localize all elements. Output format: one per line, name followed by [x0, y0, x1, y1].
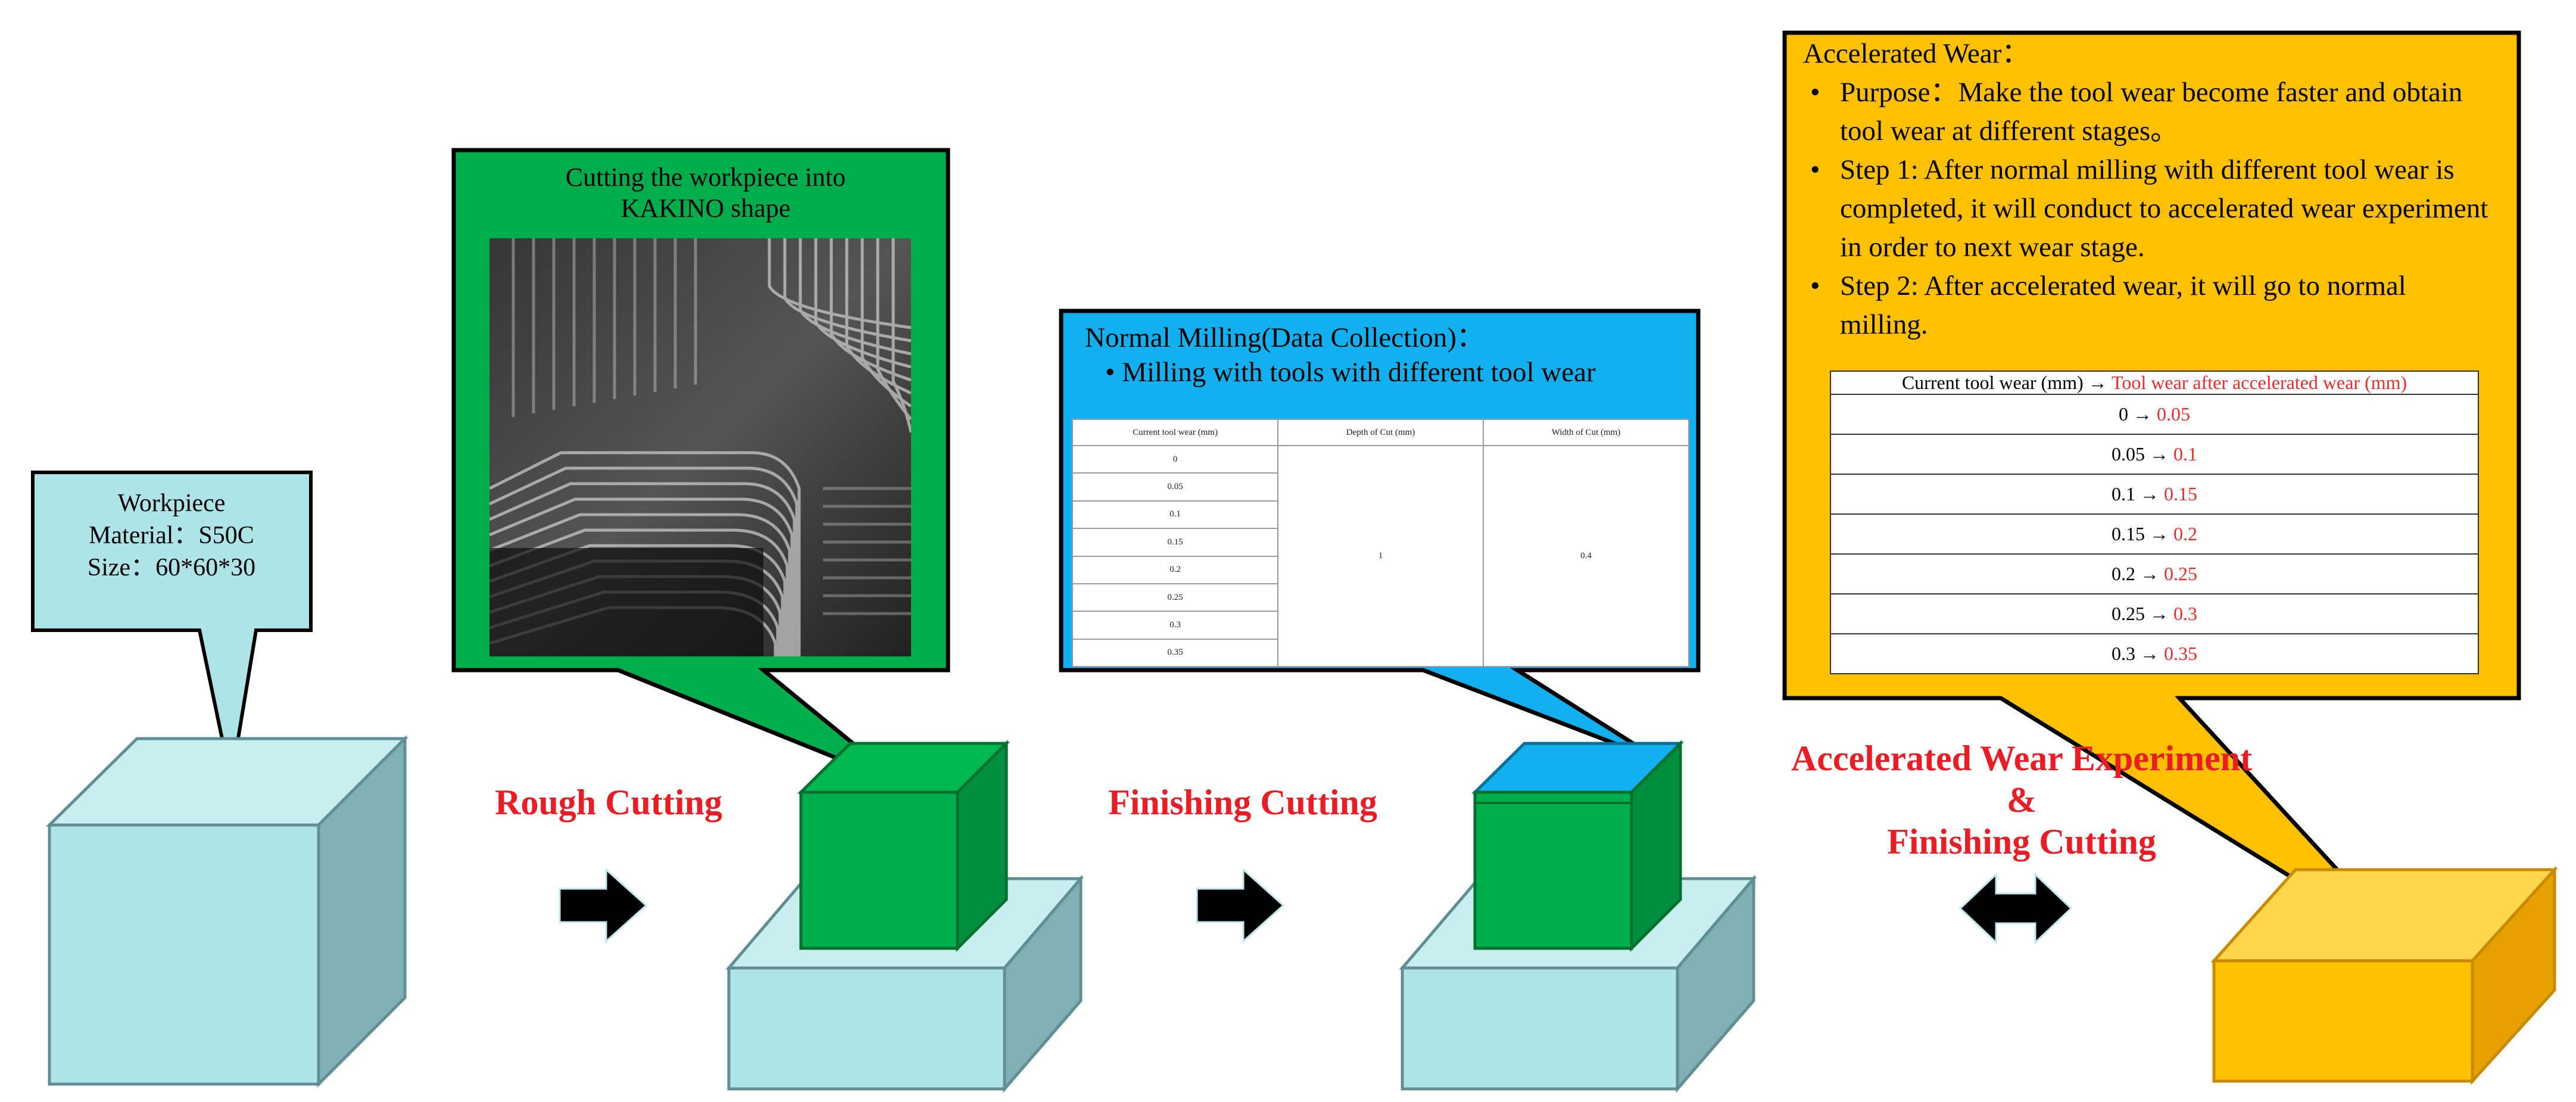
table-cell: 0.1	[1072, 500, 1278, 530]
wear-to: 0.3	[2173, 603, 2197, 624]
table-row: 0.25	[1072, 583, 1689, 612]
kakino-machined-surface-image	[489, 238, 911, 656]
table-header: Depth of Cut (mm)	[1277, 419, 1484, 446]
accelerated-wear-label: Accelerated Wear Experiment & Finishing …	[1766, 737, 2278, 863]
list-item: Step 2: After accelerated wear, it will …	[1803, 267, 2500, 344]
table-row: 0.3 → 0.35	[1830, 633, 2479, 674]
table-row: 0.2	[1072, 555, 1689, 584]
table-cell: 0	[1072, 444, 1278, 474]
arrow-right-icon	[559, 867, 648, 944]
arrow-right-icon	[1196, 867, 1285, 944]
table-row: 0.25 → 0.3	[1830, 593, 2479, 634]
accelerated-wear-label-line2: &	[2007, 780, 2037, 820]
table-row: 0.1	[1072, 500, 1689, 530]
header-wear-after: Tool wear after accelerated wear (mm)	[2112, 372, 2407, 393]
machined-groove	[489, 528, 789, 656]
wear-from: 0.1 →	[2112, 483, 2159, 505]
table-cell: 0.2 → 0.25	[1830, 553, 2479, 594]
final-worn-block	[2210, 866, 2558, 1085]
normal-milling-table: Current tool wear (mm) Depth of Cut (mm)…	[1072, 419, 1689, 668]
workpiece-title: Workpiece	[117, 490, 226, 517]
machined-groove	[891, 238, 911, 433]
wear-to: 0.2	[2173, 523, 2197, 544]
table-header: Width of Cut (mm)	[1483, 419, 1689, 446]
rough-stage-block	[725, 739, 1084, 1093]
table-row: 0 1 0.4	[1072, 444, 1689, 667]
width-of-cut-cell: 0.4	[1483, 445, 1689, 667]
machined-groove	[489, 451, 801, 656]
table-row: 0.3	[1072, 611, 1689, 640]
wear-to: 0.15	[2164, 483, 2197, 505]
table-row: 0.1 → 0.15	[1830, 474, 2479, 515]
table-row: 0 → 0.05	[1830, 394, 2479, 435]
machined-groove	[489, 513, 791, 656]
machined-groove	[489, 497, 794, 656]
table-cell: 0.1 → 0.15	[1830, 474, 2479, 515]
table-cell: 0.15	[1072, 528, 1278, 557]
table-row: 0.35	[1072, 638, 1689, 668]
table-row: 0.05	[1072, 472, 1689, 502]
wear-from: 0 →	[2119, 403, 2152, 425]
workpiece-callout-bubble	[31, 471, 313, 782]
table-header: Current tool wear (mm)	[1072, 419, 1278, 446]
table-cell: 0.15 → 0.2	[1830, 513, 2479, 555]
table-row: 0.15 → 0.2	[1830, 513, 2479, 555]
normal-milling-bullet: • Milling with tools with different tool…	[1105, 357, 1596, 388]
machined-groove	[845, 238, 911, 395]
accelerated-wear-label-line1: Accelerated Wear Experiment	[1791, 739, 2253, 778]
workpiece-size: Size：60*60*30	[87, 554, 256, 581]
table-row: 0.15	[1072, 528, 1689, 557]
double-arrow-icon	[1958, 872, 2073, 945]
table-row: 0.05 → 0.1	[1830, 434, 2479, 475]
list-item: Step 1: After normal milling with differ…	[1803, 151, 2500, 267]
accelerated-wear-callout-text: Accelerated Wear： Purpose：Make the tool …	[1803, 35, 2500, 344]
normal-milling-title: Normal Milling(Data Collection)：	[1085, 322, 1485, 353]
accelerated-wear-title: Accelerated Wear：	[1803, 38, 2030, 69]
table-cell: 0.05	[1072, 472, 1278, 502]
machined-groove	[814, 238, 911, 369]
rough-callout-text: Cutting the workpiece into KAKINO shape	[470, 162, 941, 224]
header-current-wear: Current tool wear (mm) →	[1901, 372, 2107, 393]
machined-groove	[489, 466, 799, 656]
machined-groove	[783, 238, 911, 343]
rough-cutting-label: Rough Cutting	[495, 783, 722, 822]
accelerated-wear-bullets: Purpose：Make the tool wear become faster…	[1803, 73, 2500, 344]
wear-from: 0.15 →	[2112, 523, 2169, 544]
table-cell: 0.25	[1072, 583, 1278, 612]
wear-from: 0.25 →	[2112, 603, 2169, 624]
finishing-cutting-label: Finishing Cutting	[1108, 783, 1377, 822]
table-cell: 0 → 0.05	[1830, 394, 2479, 435]
finishing-stage-block	[1399, 739, 1757, 1093]
wear-from: 0.2 →	[2112, 563, 2159, 584]
table-header: Current tool wear (mm) → Tool wear after…	[1830, 371, 2479, 395]
list-item: Purpose：Make the tool wear become faster…	[1803, 73, 2500, 151]
table-cell: 0.3	[1072, 611, 1278, 640]
accelerated-wear-label-line3: Finishing Cutting	[1887, 822, 2156, 861]
table-cell: 0.35	[1072, 638, 1278, 668]
raw-workpiece-cube	[45, 734, 409, 1088]
rough-callout-line1: Cutting the workpiece into	[565, 163, 846, 192]
wear-from: 0.05 →	[2112, 443, 2169, 465]
wear-to: 0.1	[2173, 443, 2197, 465]
table-row: 0.2 → 0.25	[1830, 553, 2479, 594]
table-cell: 0.25 → 0.3	[1830, 593, 2479, 634]
table-cell: 0.05 → 0.1	[1830, 434, 2479, 475]
normal-milling-callout-text: Normal Milling(Data Collection)： • Milli…	[1085, 320, 1692, 390]
workpiece-material: Material：S50C	[89, 522, 254, 549]
rough-callout-line2: KAKINO shape	[620, 194, 791, 223]
machined-groove	[489, 482, 796, 656]
wear-from: 0.3 →	[2112, 643, 2159, 664]
workpiece-callout-text: Workpiece Material：S50C Size：60*60*30	[35, 487, 308, 584]
wear-to: 0.05	[2157, 403, 2190, 425]
wear-to: 0.35	[2164, 643, 2197, 664]
accelerated-wear-table: Current tool wear (mm) → Tool wear after…	[1830, 371, 2479, 674]
wear-to: 0.25	[2164, 563, 2197, 584]
table-cell: 0.3 → 0.35	[1830, 633, 2479, 674]
table-cell: 0.2	[1072, 555, 1278, 584]
depth-of-cut-cell: 1	[1277, 445, 1484, 667]
